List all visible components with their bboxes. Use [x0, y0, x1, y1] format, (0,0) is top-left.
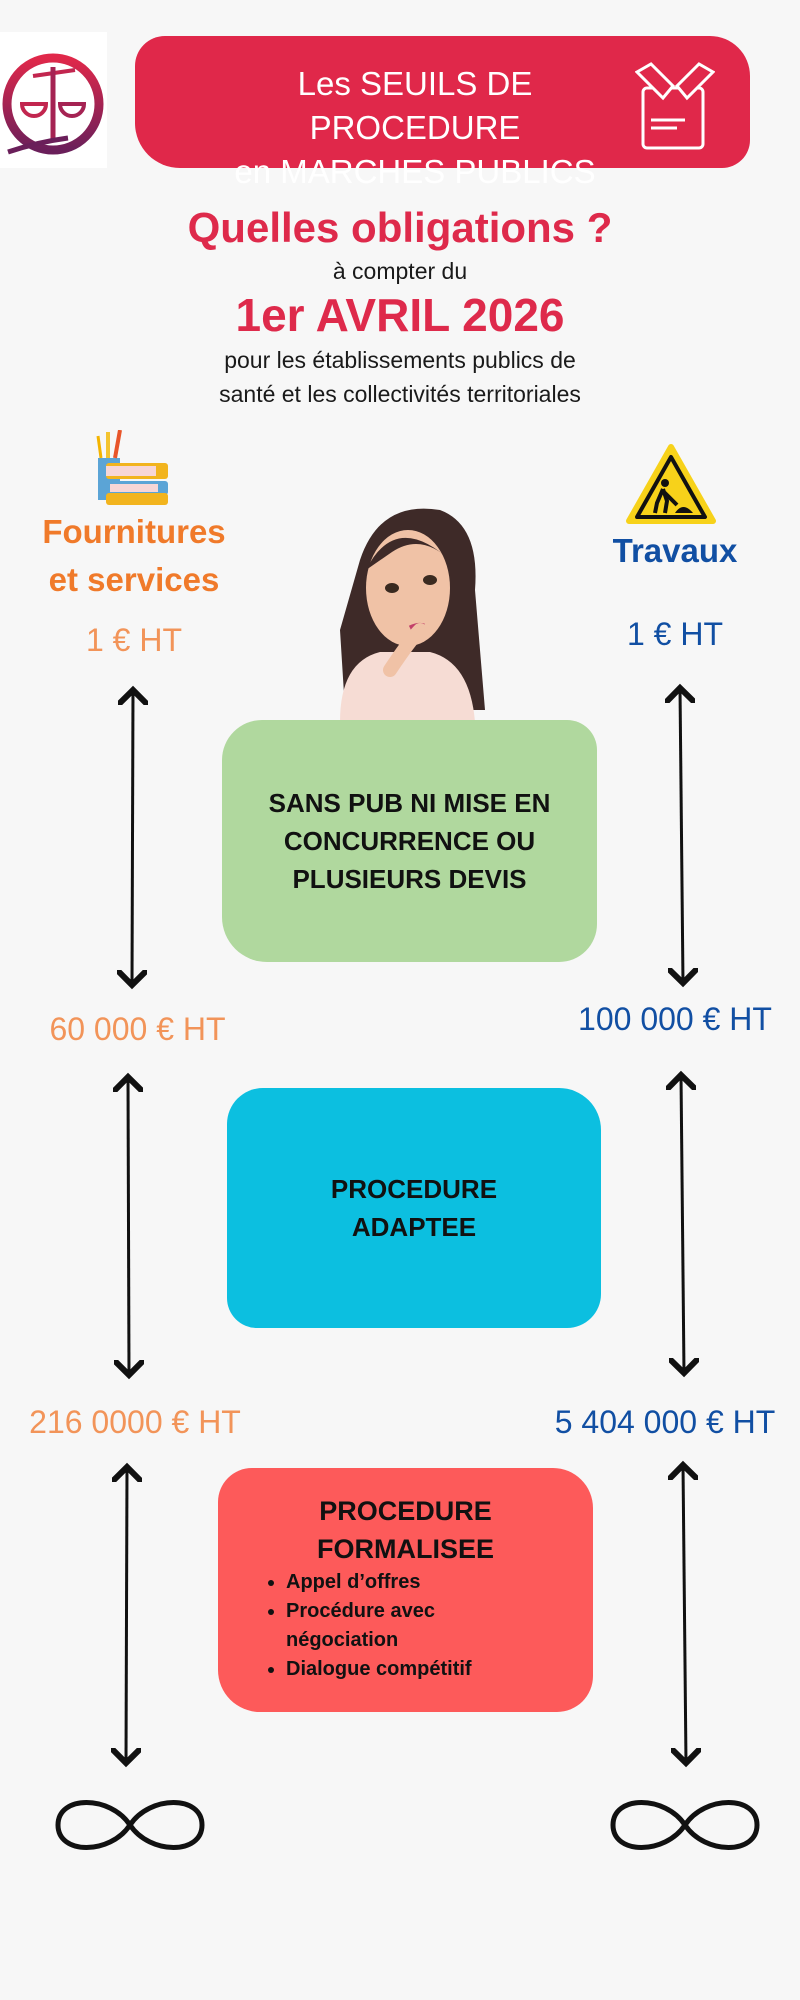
roadworks-warning-icon: [626, 444, 716, 524]
category-left-line2: et services: [48, 561, 220, 598]
right-threshold-1: 1 € HT: [626, 616, 724, 652]
no-publicity-line1: SANS PUB NI MISE EN: [268, 788, 551, 818]
books-pencils-icon: [96, 430, 168, 505]
category-supplies-services: Fournitures et services: [14, 508, 254, 604]
no-publicity-box: SANS PUB NI MISE EN CONCURRENCE OU PLUSI…: [222, 720, 597, 962]
right-threshold-2: 100 000 € HT: [578, 1001, 772, 1037]
scope-text: pour les établissements publics de santé…: [0, 343, 800, 411]
thinking-avatar-illustration: [340, 508, 485, 722]
left-infinity-icon: [55, 1800, 205, 1850]
left-threshold-1: 1 € HT: [85, 622, 183, 658]
list-item: Appel d’offres: [286, 1568, 476, 1597]
date-heading: 1er AVRIL 2026: [235, 289, 565, 341]
list-item: Procédure avec négociation: [286, 1597, 476, 1655]
handshake-contract-icon: [635, 62, 715, 150]
adapted-procedure-box: PROCEDURE ADAPTEE: [227, 1088, 601, 1328]
right-arrow-3: [683, 1465, 686, 1763]
banner-title-line1: Les SEUILS DE PROCEDURE: [297, 65, 533, 146]
no-publicity-line2: CONCURRENCE OU: [283, 826, 536, 856]
from-label: à compter du: [332, 258, 468, 284]
right-infinity-icon: [610, 1800, 760, 1850]
formal-line1: PROCEDURE: [319, 1496, 492, 1526]
title-banner: Les SEUILS DE PROCEDURE en MARCHES PUBLI…: [135, 36, 750, 190]
category-works: Travaux: [612, 532, 738, 569]
formal-procedure-box: PROCEDURE FORMALISEE Appel d’offres Proc…: [218, 1468, 593, 1712]
adapted-line2: ADAPTEE: [351, 1212, 477, 1242]
left-threshold-2: 60 000 € HT: [49, 1011, 226, 1047]
justice-scale-icon: [2, 53, 104, 155]
right-arrow-2: [681, 1075, 684, 1373]
right-threshold-3: 5 404 000 € HT: [554, 1404, 776, 1440]
banner-title: Les SEUILS DE PROCEDURE en MARCHES PUBLI…: [195, 62, 635, 194]
question-heading: Quelles obligations ?: [187, 204, 613, 251]
left-arrow-3: [126, 1467, 127, 1763]
logo: [0, 32, 107, 168]
left-threshold-3: 216 0000 € HT: [29, 1404, 241, 1440]
adapted-line1: PROCEDURE: [330, 1174, 498, 1204]
scope-line2: santé et les collectivités territoriales: [219, 381, 581, 407]
banner-title-line2: en MARCHES PUBLICS: [234, 153, 596, 190]
formal-procedure-list: Appel d’offres Procédure avec négociatio…: [246, 1568, 476, 1684]
list-item: Dialogue compétitif: [286, 1655, 476, 1684]
formal-line2: FORMALISEE: [316, 1534, 494, 1564]
left-arrow-1: [132, 690, 133, 985]
left-arrow-2: [128, 1077, 129, 1375]
scope-line1: pour les établissements publics de: [224, 347, 576, 373]
no-publicity-line3: PLUSIEURS DEVIS: [292, 864, 527, 894]
right-arrow-1: [680, 688, 683, 983]
category-left-line1: Fournitures: [42, 513, 226, 550]
